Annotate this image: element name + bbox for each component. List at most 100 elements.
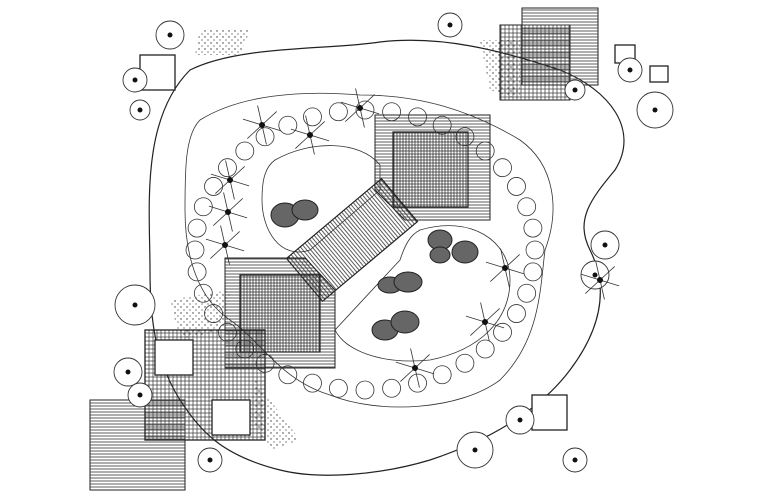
branch-stroke [220,225,226,246]
branch-stroke [480,302,486,323]
tree-trunk [572,457,578,463]
tree-trunk [259,122,265,128]
shrub-group [185,88,620,400]
branch-stroke [465,315,486,323]
branch-stroke [309,121,325,136]
branch-stroke [414,354,430,369]
tree-trunk [627,67,633,73]
branch-stroke [500,248,506,269]
tree-trunk [137,392,143,398]
shrub [187,218,207,238]
branch-stroke [599,266,615,281]
shrub [218,158,237,178]
tree-trunk [137,107,143,113]
branch-stroke [224,244,230,265]
shrub [193,197,213,217]
tree-trunk [132,77,138,83]
shrub [329,378,348,398]
branch-stroke [205,238,226,246]
branch-stroke [410,348,416,369]
branch-stroke [261,124,282,132]
branch-stroke [345,107,361,122]
shrub [255,127,275,147]
branch-stroke [223,192,229,213]
shrub [517,283,537,303]
branch-stroke [484,321,505,329]
shrub [493,322,512,342]
stippled-planting [170,290,230,340]
branch-stroke [504,254,520,269]
tree-trunk [307,132,313,138]
shrub [355,100,375,120]
shrub [432,365,452,385]
shrub [507,304,526,323]
shrub [523,218,543,238]
shrub [255,353,275,373]
shrub [303,107,322,127]
tree-group [113,12,674,473]
branch-stroke [504,267,525,275]
branch-stroke [295,134,311,149]
small-structure [531,394,568,431]
tree-trunk [482,319,488,325]
branch-stroke [229,179,250,187]
stippled-planting [195,30,250,55]
branch-stroke [257,105,263,126]
branch-stroke [414,367,435,375]
shrub [187,262,207,282]
building-top-right [499,7,599,101]
branch-stroke [585,279,601,294]
shrub [408,373,427,393]
branch-stroke [242,118,263,126]
branch-stroke [210,244,226,259]
tree-trunk [592,272,598,278]
branch-stroke [261,111,277,126]
tree-trunk [125,369,131,375]
shrub [278,115,298,135]
shrub [525,240,545,260]
branch-stroke [229,179,235,200]
branch-stroke [305,115,311,136]
branch-stroke [484,308,500,323]
shrub [517,197,537,217]
shrub [329,102,348,122]
shrub [507,177,526,196]
branch-stroke [224,231,240,246]
tree-trunk [447,22,453,28]
branch-stroke [490,267,506,282]
branch-stroke [224,244,245,252]
shrub [475,141,495,161]
tree-trunk [167,32,173,38]
tree-trunk [132,302,138,308]
central-lawn [261,145,511,362]
pavilion-upper [374,114,491,221]
branch-stroke [227,211,233,232]
branch-stroke [414,367,420,388]
shrub [355,380,375,400]
tree-trunk [357,105,363,111]
branch-stroke [355,88,361,109]
tree-trunk [572,87,578,93]
branch-stroke [213,211,229,226]
branch-stroke [599,279,605,300]
shrub [204,304,223,323]
shrub [475,339,495,359]
shrub [493,158,512,178]
tree-trunk [412,365,418,371]
branch-stroke [395,361,416,369]
branch-stroke [229,166,245,181]
branch-stroke [484,321,490,342]
branch-stroke [309,134,330,142]
tree-trunk [502,265,508,271]
small-structure [649,65,669,83]
shrub [455,353,475,373]
building-bottom-left [89,329,266,491]
branch-stroke [359,107,365,128]
branch-stroke [504,267,510,288]
shrub [204,177,223,196]
stone-group [270,199,479,341]
branch-stroke [359,107,380,115]
branch-stroke [227,211,248,219]
branch-stroke [595,260,601,281]
